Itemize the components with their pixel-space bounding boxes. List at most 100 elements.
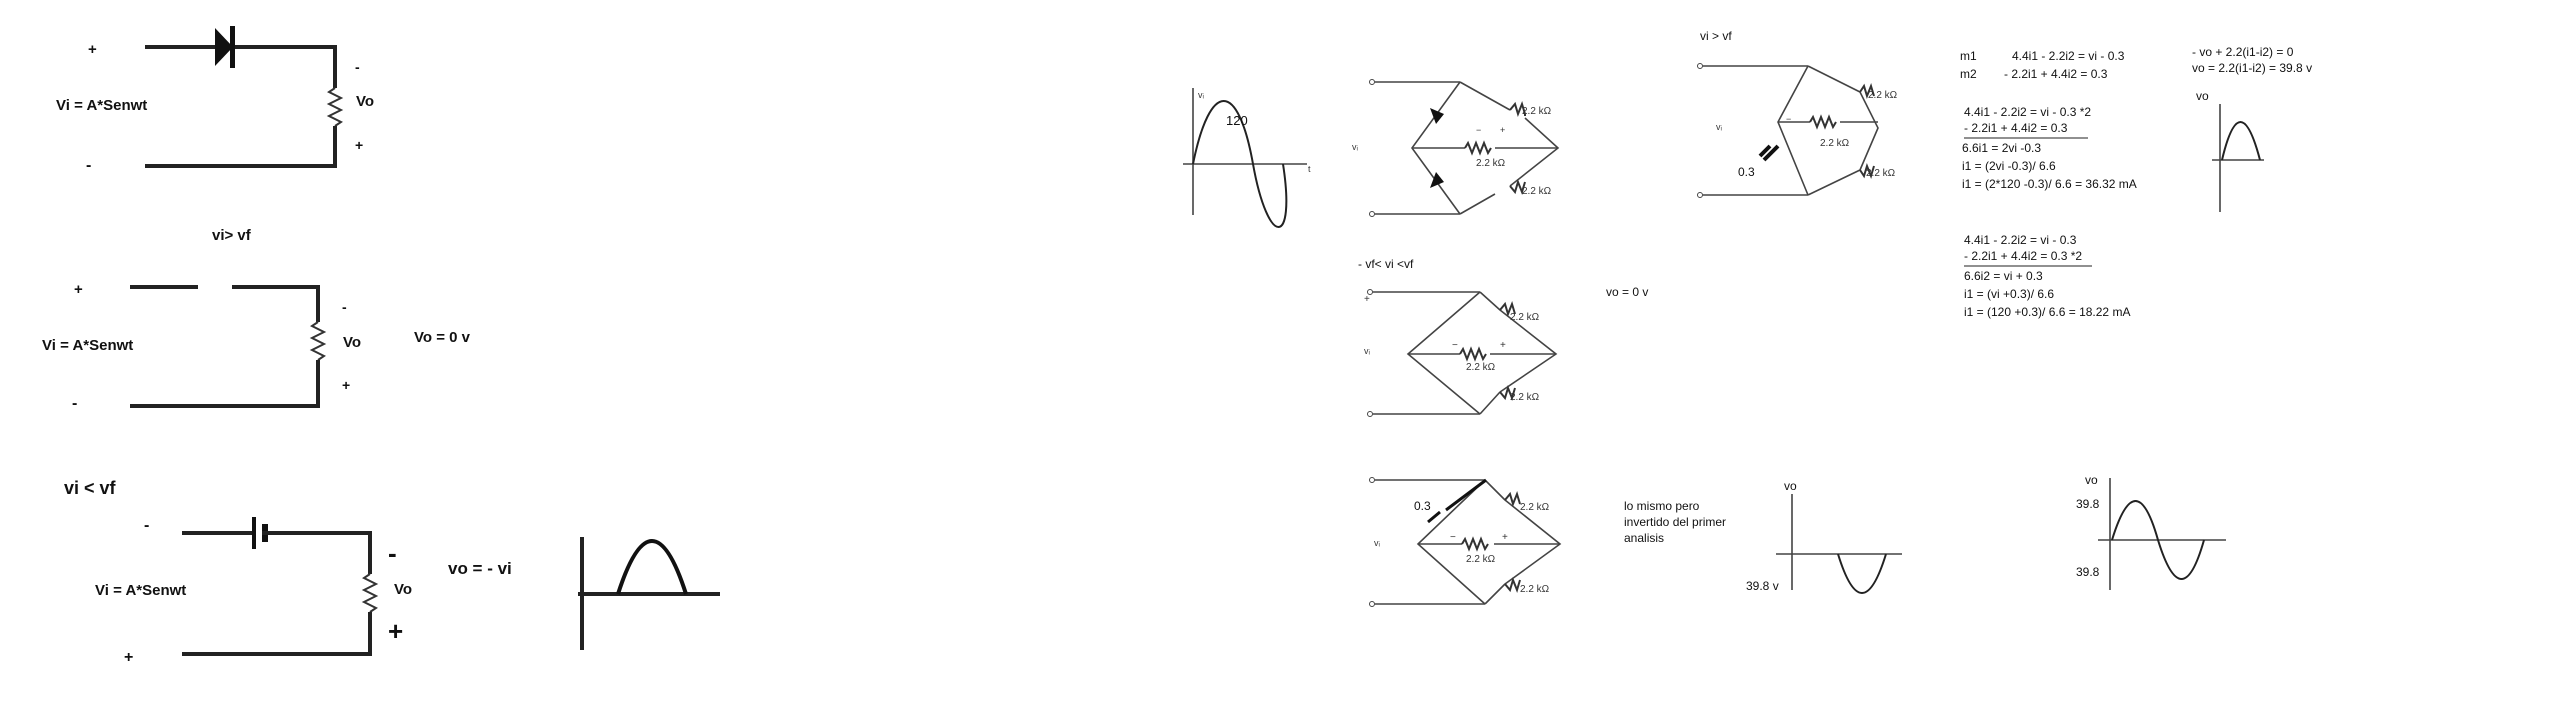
m2-equation: - 2.2i1 + 4.4i2 = 0.3: [2004, 67, 2108, 81]
r-label: 2.2 kΩ: [1866, 168, 1896, 179]
diode-bar: [230, 26, 235, 68]
src-plus: +: [1364, 294, 1370, 305]
equation-line: - 2.2i1 + 4.4i2 = 0.3: [1964, 121, 2068, 135]
section-vi-between: - vf< vi <vf + − + vᵢ 2.2 kΩ 2.2 kΩ 2.2 …: [1358, 257, 1648, 417]
terminal: [1369, 211, 1375, 217]
resistor-lower: [1504, 576, 1521, 594]
circuit-2-open: vi> vf + Vi = A*Senwt - - Vo + Vo = 0 v: [42, 227, 471, 412]
r-label: 2.2 kΩ: [1476, 158, 1506, 169]
wire: [130, 360, 320, 408]
wire: [145, 126, 337, 168]
r-label: 2.2 kΩ: [1510, 392, 1540, 403]
output-half-wave: [616, 539, 688, 595]
output-graph-axes: [578, 537, 720, 650]
resistor-middle: [1809, 114, 1837, 130]
resistor-middle: [1464, 140, 1492, 156]
axes: [1183, 88, 1307, 215]
resistor-lower: [1499, 384, 1516, 402]
sine-curve: [1192, 100, 1288, 228]
r-label: 2.2 kΩ: [1820, 138, 1850, 149]
source-plus: +: [124, 649, 133, 666]
resistor-middle: [1461, 536, 1489, 552]
vi-label: vᵢ: [1374, 538, 1380, 548]
equations-mesh: m1 4.4i1 - 2.2i2 = vi - 0.3 m2 - 2.2i1 +…: [1960, 49, 2137, 191]
m2-label: m2: [1960, 67, 1977, 81]
equation-line: i1 = (120 +0.3)/ 6.6 = 18.22 mA: [1964, 305, 2130, 319]
wire: [1375, 479, 1485, 605]
terminal: [1697, 63, 1703, 69]
src-minus: −: [1452, 340, 1458, 351]
r-label: 2.2 kΩ: [1520, 584, 1550, 595]
diode-lower: [1430, 172, 1444, 188]
input-sine-graph: vᵢ 120 t: [1183, 88, 1311, 228]
r-label: 2.2 kΩ: [1868, 90, 1898, 101]
wire: [262, 531, 372, 574]
wire: [1703, 65, 1808, 196]
diode-upper: [1430, 108, 1444, 124]
output-minus: -: [355, 59, 360, 75]
result-label: vo = - vi: [448, 559, 512, 578]
output-graph: vo 39.8 39.8: [2076, 473, 2226, 590]
load-resistor: [309, 321, 327, 361]
terminal: [1369, 79, 1375, 85]
r-label: 2.2 kΩ: [1510, 312, 1540, 323]
wire: [1375, 81, 1460, 215]
resistor-middle: [1459, 346, 1487, 362]
section-vi-less: 0.3 − + vᵢ 2.2 kΩ 2.2 kΩ 2.2 kΩ lo mismo…: [1369, 477, 1902, 607]
vi-label: vᵢ: [1364, 346, 1370, 356]
axis-label-v: vᵢ: [1198, 90, 1204, 100]
terminal: [1369, 477, 1375, 483]
src-plus: +: [1502, 532, 1508, 543]
r-label: 2.2 kΩ: [1520, 502, 1550, 513]
r-label: 2.2 kΩ: [1522, 186, 1552, 197]
src-minus: −: [1476, 125, 1481, 135]
amplitude-label: 120: [1226, 113, 1248, 128]
case-title: vi > vf: [1700, 29, 1732, 43]
graph-axes: [1776, 494, 1902, 590]
vi-label: vᵢ: [1716, 122, 1722, 132]
output-label: Vo: [343, 334, 361, 351]
output-minus: -: [388, 538, 397, 568]
resistor-lower: [1859, 162, 1875, 180]
wire: [235, 45, 337, 88]
equation-line: i1 = (2vi -0.3)/ 6.6: [1962, 159, 2056, 173]
resistor-upper: [1499, 300, 1516, 318]
output-label: Vo: [356, 93, 374, 110]
graph-value: 39.8 v: [1746, 579, 1779, 593]
source-plus: +: [74, 281, 83, 298]
terminal: [1697, 192, 1703, 198]
equation-line: i1 = (2*120 -0.3)/ 6.6 = 36.32 mA: [1962, 177, 2137, 191]
load-resistor: [361, 573, 379, 613]
circuit-3-battery: vi < vf - Vi = A*Senwt + - Vo + vo = - v…: [64, 478, 720, 666]
negative-half-wave: [1837, 553, 1887, 594]
r-label: 2.2 kΩ: [1522, 106, 1552, 117]
section-vi-greater: vi > vf 0.3 − vᵢ 2.2 kΩ 2.2 kΩ 2.2 kΩ: [1697, 29, 1898, 198]
circuit-1-diode: + Vi = A*Senwt - - Vo +: [56, 26, 374, 174]
case-title: vi < vf: [64, 478, 117, 498]
note-line: lo mismo pero: [1624, 499, 1700, 513]
wire: [232, 285, 320, 322]
diode-voltage: 0.3: [1738, 165, 1755, 179]
src-plus: +: [1500, 340, 1506, 351]
r-label: 2.2 kΩ: [1466, 554, 1496, 565]
equation-line: vo = 2.2(i1-i2) = 39.8 v: [2192, 61, 2312, 75]
graph-axes: [2098, 478, 2226, 590]
equation-line: 4.4i1 - 2.2i2 = vi - 0.3: [1964, 233, 2077, 247]
equation-line: - 2.2i1 + 4.4i2 = 0.3 *2: [1964, 249, 2082, 263]
terminal: [1369, 601, 1375, 607]
output-wave: [2111, 500, 2205, 580]
src-minus: −: [1786, 114, 1791, 124]
battery-plate-long: [252, 517, 256, 549]
output-plus: +: [355, 137, 363, 153]
source-label: Vi = A*Senwt: [42, 337, 133, 354]
equation-line: 4.4i1 - 2.2i2 = vi - 0.3 *2: [1964, 105, 2091, 119]
source-label: Vi = A*Senwt: [95, 582, 186, 599]
src-plus: +: [1500, 125, 1505, 135]
axis-label-t: t: [1308, 164, 1311, 174]
equations-mesh-2: 4.4i1 - 2.2i2 = vi - 0.3 - 2.2i1 + 4.4i2…: [1964, 233, 2130, 319]
result-label: vo = 0 v: [1606, 285, 1648, 299]
battery-symbol: [1758, 144, 1780, 162]
source-plus: +: [88, 41, 97, 58]
note-line: invertido del primer: [1624, 515, 1726, 529]
